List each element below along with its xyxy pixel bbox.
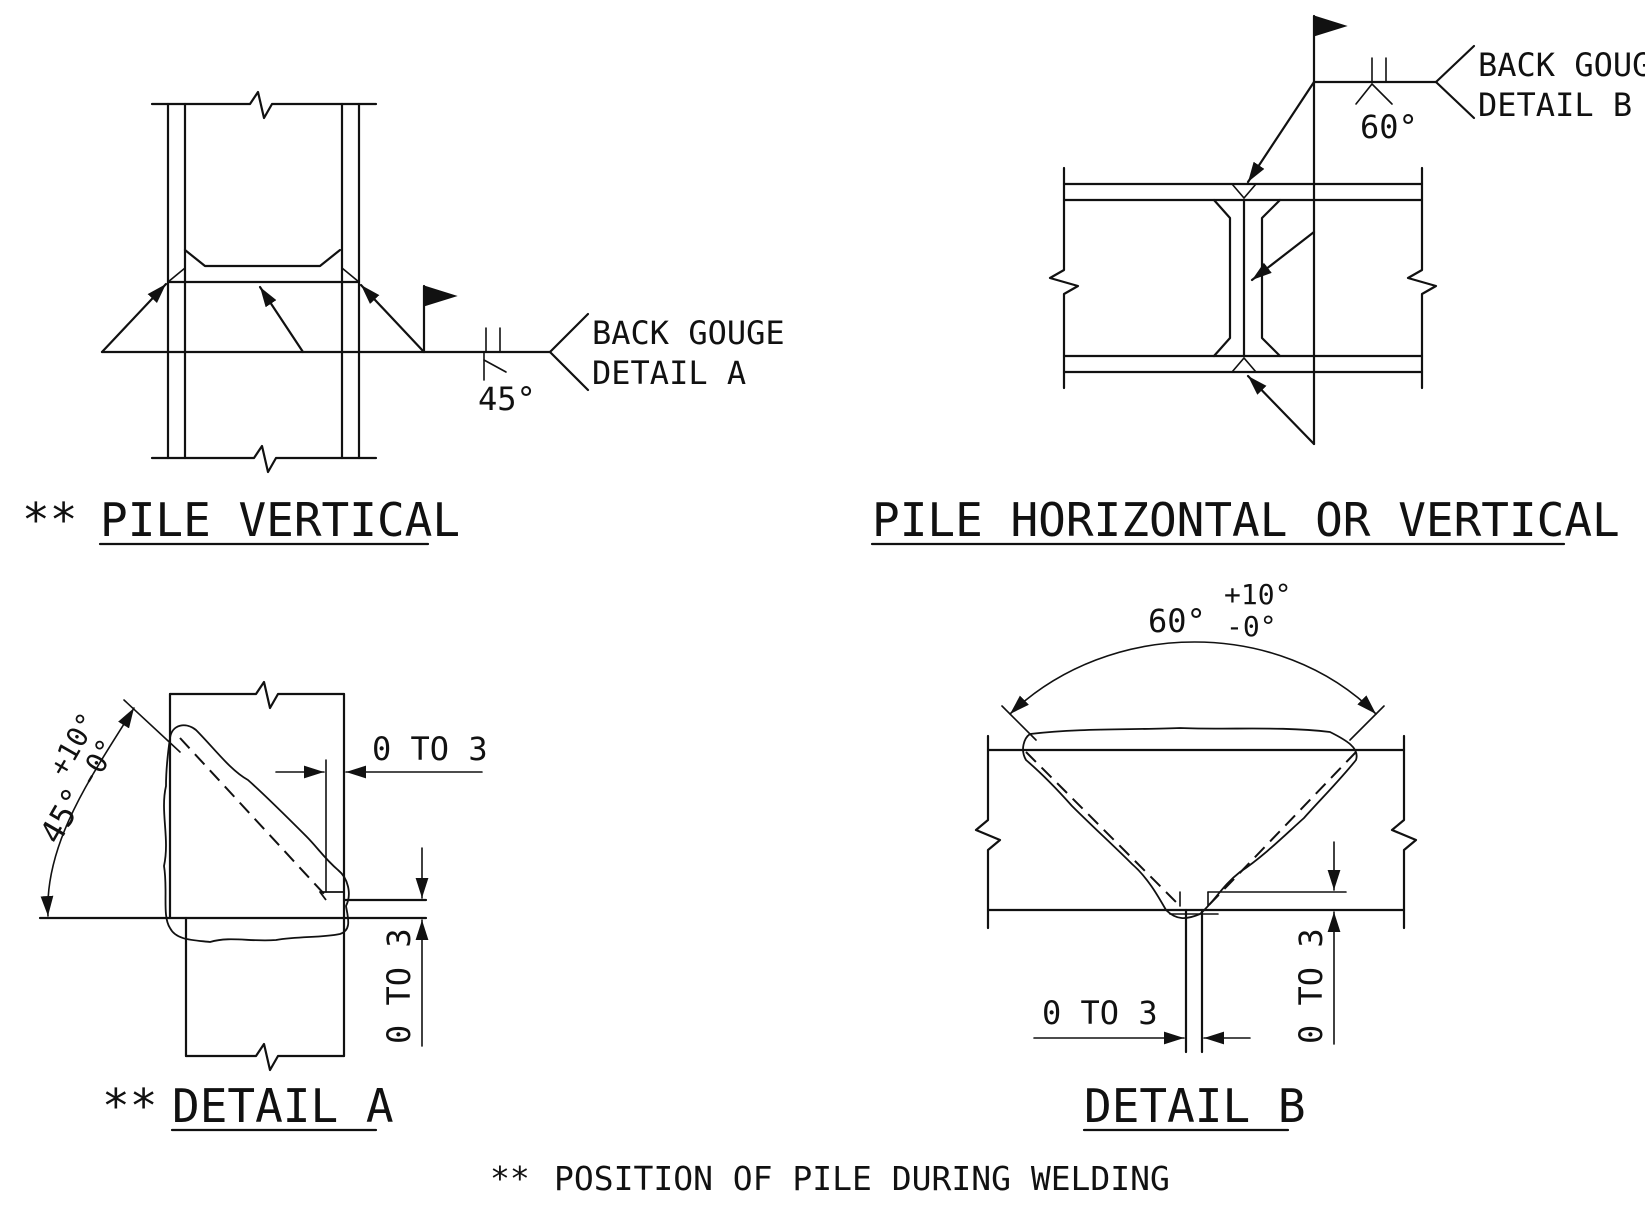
- detail-b-view: 60° +10° -0° 0 TO 3 0 TO 3 DETAIL B: [974, 578, 1418, 1133]
- detail-b-title: DETAIL B: [1084, 1079, 1306, 1133]
- pile-horizontal-view: 60° BACK GOUGE DETAIL B PILE HORIZONTAL …: [870, 14, 1645, 547]
- gap-bottom-dimension: 0 TO 3: [1042, 994, 1158, 1032]
- weld-bead-b: [1022, 727, 1358, 919]
- angle-arc-b: [1009, 641, 1377, 715]
- footnote-text: POSITION OF PILE DURING WELDING: [554, 1159, 1170, 1198]
- pile-vertical-view: 45° BACK GOUGE DETAIL A ** PILE VERTICAL: [22, 90, 785, 547]
- gap-side-dimension: 0 TO 3: [380, 928, 418, 1044]
- angle-45-base: 45°: [32, 781, 94, 850]
- detail-b-ref: DETAIL B: [1478, 86, 1632, 124]
- angle-60: 60°: [1360, 108, 1418, 146]
- detail-a-title: DETAIL A: [172, 1079, 394, 1133]
- angle-60-base: 60°: [1148, 602, 1206, 640]
- title-prefix: **: [22, 493, 77, 547]
- back-gouge-note: BACK GOUGE: [1478, 46, 1645, 84]
- weld-bead-a: [163, 724, 350, 943]
- weld-symbol-60: [1355, 57, 1393, 105]
- tol-plus: +10°: [1224, 578, 1291, 611]
- field-weld-flag-icon: [1312, 14, 1348, 84]
- angle-45: 45°: [478, 380, 536, 418]
- break-line-bottom: [150, 444, 378, 474]
- detail-a-ref: DETAIL A: [592, 354, 746, 392]
- footnote: ** POSITION OF PILE DURING WELDING: [490, 1159, 1170, 1198]
- break-line-top: [150, 90, 378, 120]
- angle-arc-a: [40, 707, 135, 917]
- pile-horizontal-title: PILE HORIZONTAL OR VERTICAL: [872, 493, 1620, 547]
- break-line-left: [1048, 166, 1080, 390]
- gap-top-dimension: 0 TO 3: [372, 730, 488, 768]
- footnote-prefix: **: [490, 1159, 530, 1198]
- back-gouge-note: BACK GOUGE: [592, 314, 785, 352]
- field-weld-flag-icon: [422, 284, 458, 354]
- gap-side-dimension: 0 TO 3: [1292, 928, 1330, 1044]
- detail-a-view: 45° +10° -0° 0 TO 3 0 TO 3 ** DETAIL A: [32, 680, 488, 1133]
- weld-symbol-45: [483, 327, 507, 381]
- title-prefix: **: [102, 1079, 157, 1133]
- tol-minus: -0°: [1226, 610, 1277, 643]
- pile-vertical-title: PILE VERTICAL: [100, 493, 460, 547]
